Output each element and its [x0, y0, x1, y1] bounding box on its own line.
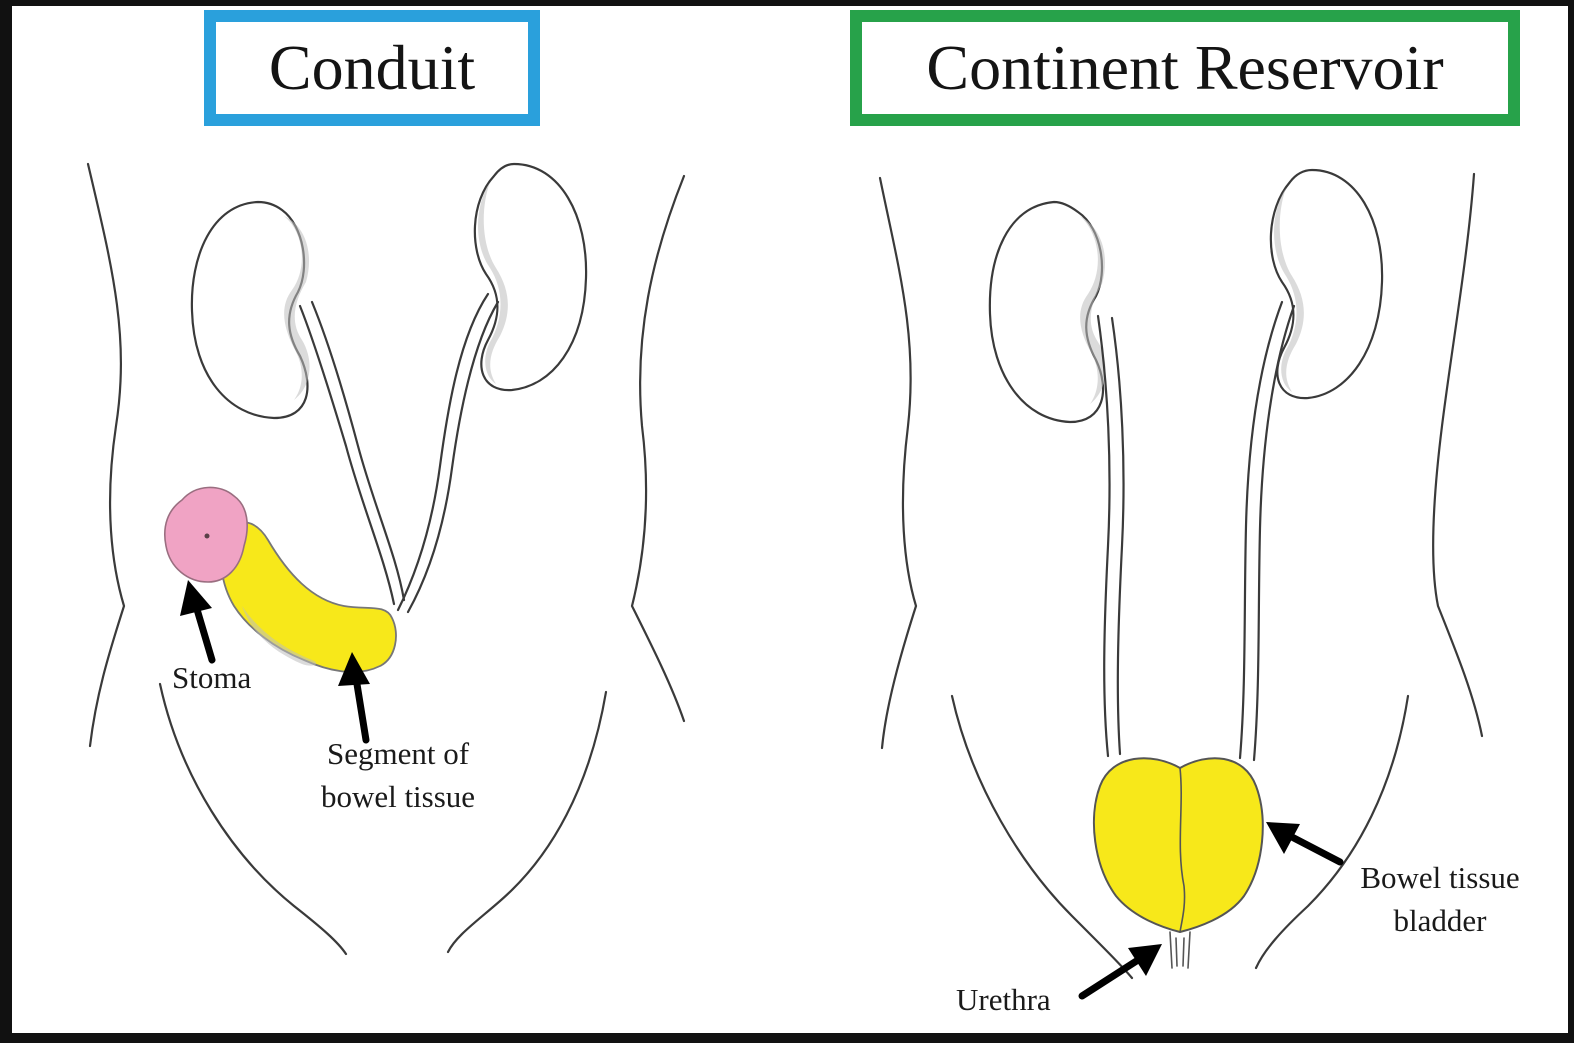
bladder-arrow-shaft [1290, 836, 1340, 862]
urethra-arrow-shaft [1082, 960, 1138, 996]
reservoir-title: Continent Reservoir [850, 10, 1520, 126]
conduit-drawing [88, 164, 684, 954]
conduit-title-text: Conduit [269, 31, 475, 105]
right-ureter-2b [1254, 306, 1294, 760]
left-ureter-1b [312, 302, 404, 600]
urethra-tube [1170, 932, 1190, 968]
right-ureter-1b [1112, 318, 1124, 754]
bladder-label-line1: Bowel tissue [1340, 856, 1540, 899]
stoma-arrow-shaft [196, 606, 212, 660]
right-kidney-a-shade [1080, 216, 1106, 404]
stoma-arrow-head [180, 580, 212, 616]
anatomy-illustration [12, 6, 1568, 1033]
conduit-title: Conduit [204, 10, 540, 126]
bladder-label-line2: bladder [1340, 899, 1540, 942]
stoma-label: Stoma [172, 656, 251, 699]
segment-label-line2: bowel tissue [298, 775, 498, 818]
segment-label-line1: Segment of [298, 732, 498, 775]
urethra-label-text: Urethra [956, 982, 1051, 1017]
conduit-bowel-segment [221, 522, 396, 672]
right-kidney-b [1271, 170, 1382, 398]
left-ureter-1 [300, 306, 394, 604]
reservoir-bladder [1094, 758, 1263, 932]
right-torso-outline-left [880, 178, 916, 748]
bladder-label: Bowel tissue bladder [1340, 856, 1540, 942]
urethra-label: Urethra [956, 978, 1051, 1021]
reservoir-title-text: Continent Reservoir [926, 31, 1443, 105]
left-torso-outline-right [632, 176, 684, 721]
left-groin-outline-right [448, 692, 606, 952]
left-kidney-b [475, 164, 586, 390]
left-groin-outline-left [160, 684, 346, 954]
left-torso-outline-left [88, 164, 124, 746]
stoma-center-dot [205, 534, 210, 539]
segment-label: Segment of bowel tissue [298, 732, 498, 818]
left-kidney-a-shade [284, 216, 310, 400]
segment-arrow-shaft [356, 678, 366, 740]
left-ureter-2 [398, 294, 488, 610]
stoma-label-text: Stoma [172, 660, 251, 695]
right-torso-outline-right [1433, 174, 1482, 736]
